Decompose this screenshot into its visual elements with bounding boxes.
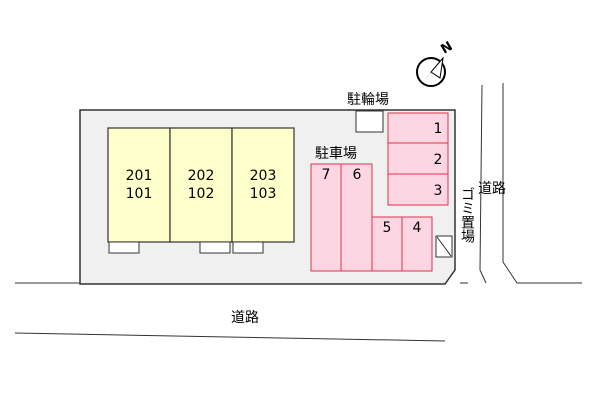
unit-upper-1: 201 [126,168,153,184]
garbage-area-diagonal [436,236,452,257]
entrance-step-1 [108,241,140,254]
building-unit-3 [231,127,295,243]
parking-number-7: 7 [322,167,331,183]
road-south-label: 道路 [231,310,259,326]
road-east-label: 道路 [478,181,506,197]
bicycle-parking-area [355,110,384,133]
parking-space-4 [401,216,433,272]
unit-upper-3: 203 [250,168,277,184]
parking-space-2 [387,142,449,175]
parking-number-5: 5 [383,220,392,236]
parking-number-2: 2 [434,152,443,168]
parking-space-6 [340,163,373,272]
entrance-step-3 [232,241,264,254]
bicycle-parking-label: 駐輪場 [347,91,389,108]
parking-space-7 [310,163,342,272]
road-south-lower-edge [14,332,446,342]
road-east-left-edge [479,84,487,284]
parking-number-3: 3 [434,183,443,199]
building-unit-1 [107,127,171,243]
parking-number-4: 4 [413,220,422,236]
parking-number-6: 6 [353,167,362,183]
compass-needle-light [430,56,444,79]
building-unit-2 [169,127,233,243]
unit-lower-1: 101 [126,186,153,202]
compass-north-label: N [439,39,456,57]
road-east-right-edge [502,83,582,284]
garbage-area-label: ゴミ置場 [459,187,475,243]
parking-space-3 [387,173,449,206]
north-arrow-icon [416,56,446,87]
car-parking-label: 駐車場 [315,145,357,162]
unit-lower-2: 102 [188,186,215,202]
unit-upper-2: 202 [188,168,215,184]
unit-lower-3: 103 [250,186,277,202]
parking-number-1: 1 [434,121,443,137]
entrance-step-2 [199,241,231,254]
compass-ring [416,57,446,87]
